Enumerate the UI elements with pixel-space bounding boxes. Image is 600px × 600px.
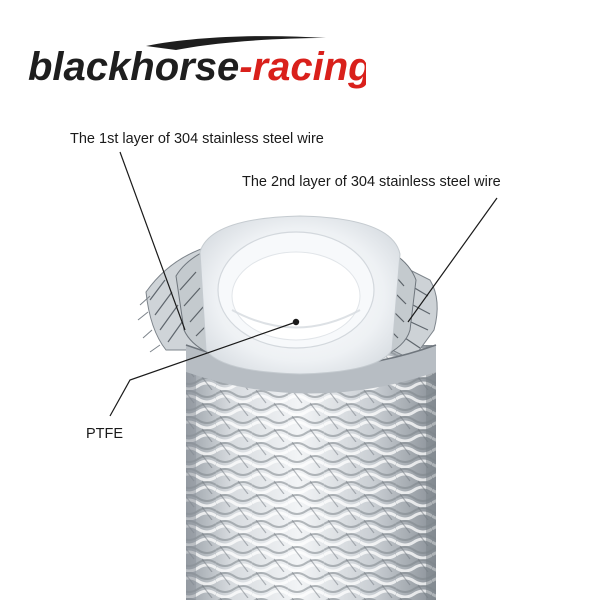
logo-text-red: -racing <box>239 45 366 89</box>
ptfe-core <box>199 215 401 375</box>
label-ptfe: PTFE <box>86 426 124 442</box>
leader-line-layer2 <box>407 197 498 323</box>
braided-tube-body <box>186 345 436 600</box>
leader-line-ptfe <box>109 321 297 417</box>
brand-logo: blackhorse-racing <box>28 36 366 89</box>
logo-swoosh <box>146 36 326 50</box>
leader-lines <box>109 151 498 417</box>
label-layer1: The 1st layer of 304 stainless steel wir… <box>70 131 324 147</box>
leader-line-layer1 <box>119 151 186 331</box>
svg-text:blackhorse-racing: blackhorse-racing <box>28 45 366 89</box>
ptfe-marker-dot <box>292 318 300 326</box>
label-layer2: The 2nd layer of 304 stainless steel wir… <box>242 174 501 190</box>
logo-text-dark: blackhorse <box>28 45 239 89</box>
